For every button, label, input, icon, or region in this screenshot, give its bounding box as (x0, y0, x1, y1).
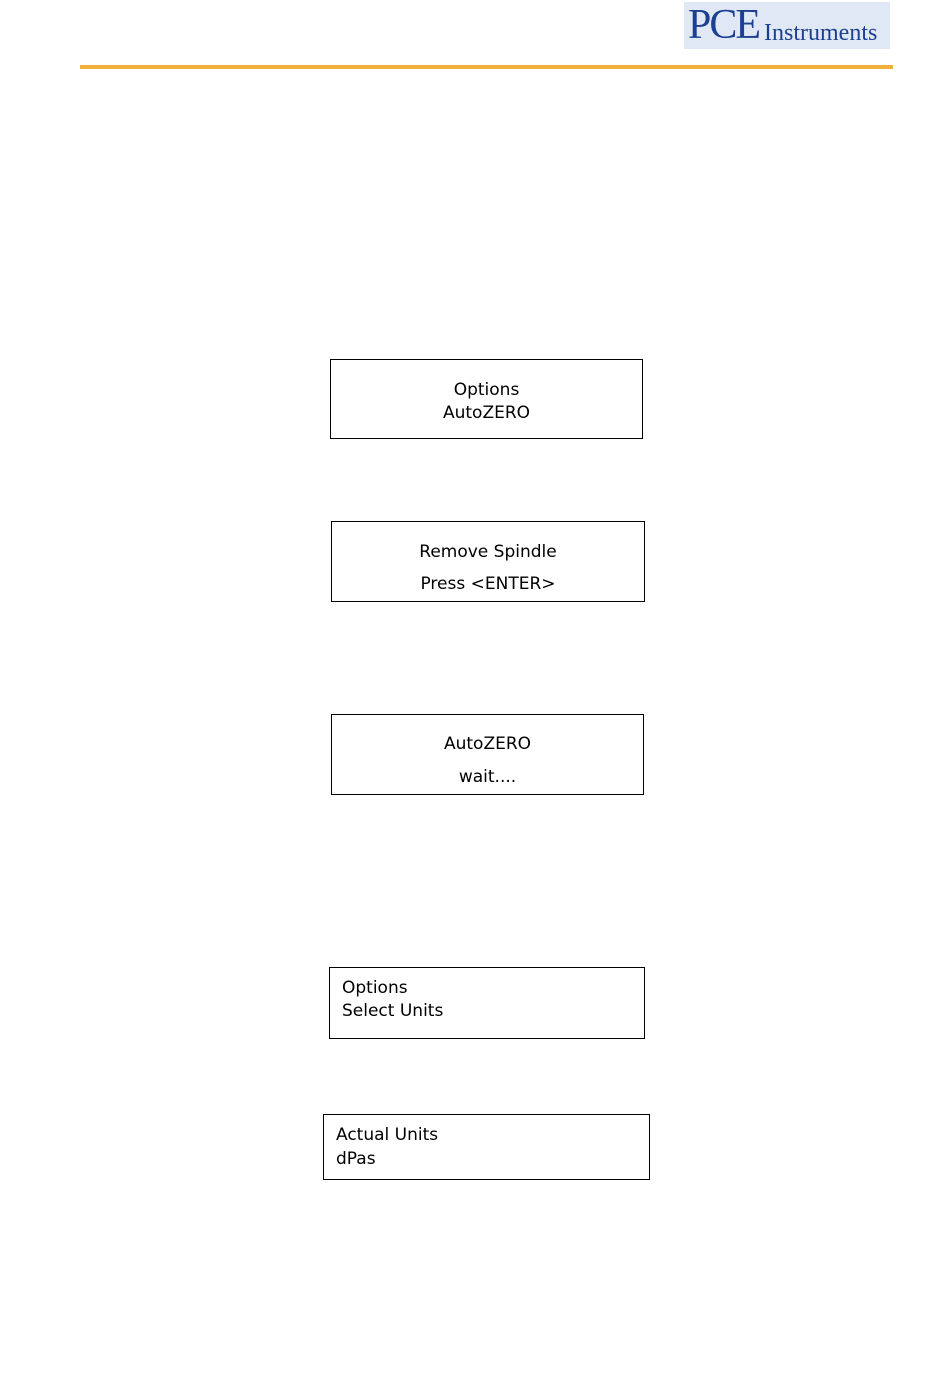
lcd-line-2: Press <ENTER> (332, 573, 644, 595)
lcd-line-2: Select Units (342, 1000, 443, 1022)
header-divider (80, 65, 893, 69)
lcd-line-1: Options (342, 977, 408, 999)
lcd-line-1: Actual Units (336, 1124, 438, 1146)
lcd-line-1: Remove Spindle (332, 541, 644, 563)
pce-instruments-logo: PCE Instruments (684, 2, 890, 49)
lcd-display-actual-units: Actual Units dPas (323, 1114, 650, 1180)
lcd-line-2: wait.... (332, 766, 643, 788)
logo-mark: PCE (688, 2, 759, 49)
lcd-display-remove-spindle: Remove Spindle Press <ENTER> (331, 521, 645, 602)
lcd-line-2: dPas (336, 1148, 376, 1170)
lcd-display-options-select-units: Options Select Units (329, 967, 645, 1039)
lcd-display-autozero-wait: AutoZERO wait.... (331, 714, 644, 795)
lcd-line-1: Options (331, 379, 642, 401)
lcd-display-options-autozero: Options AutoZERO (330, 359, 643, 439)
lcd-line-1: AutoZERO (332, 733, 643, 755)
lcd-line-2: AutoZERO (331, 402, 642, 424)
logo-wordmark: Instruments (764, 2, 877, 64)
